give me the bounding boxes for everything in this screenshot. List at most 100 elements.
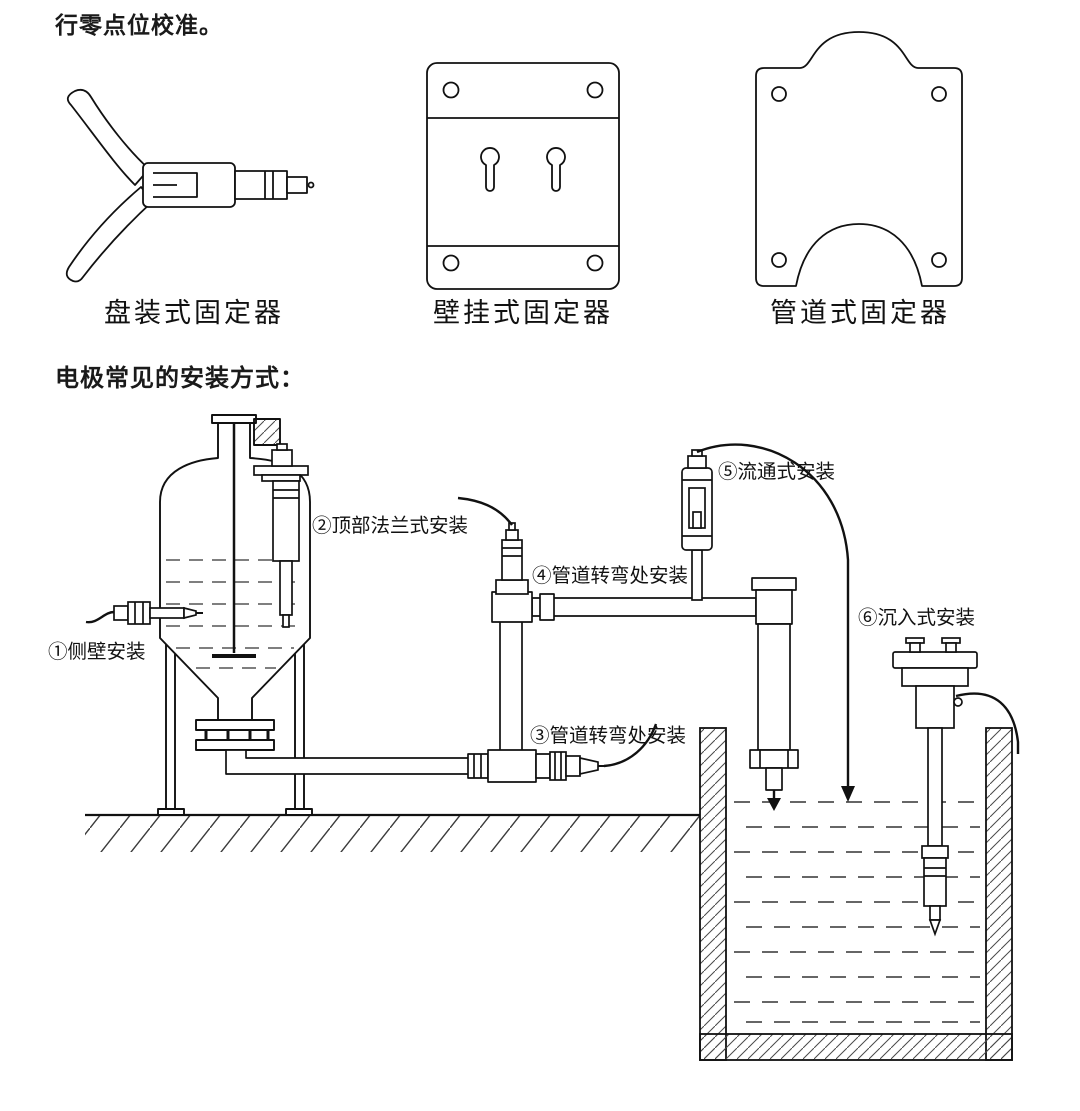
intro-text: 行零点位校准。 xyxy=(55,12,223,38)
section-heading: 电极常见的安装方式： xyxy=(55,365,305,392)
tank-foot-right xyxy=(285,808,313,816)
probe-tip xyxy=(183,606,197,620)
inner-electrode xyxy=(692,511,702,529)
sample-stub xyxy=(691,549,703,601)
handle-tip-nub xyxy=(307,181,315,189)
cable-gland xyxy=(953,697,963,707)
hex-nut xyxy=(549,751,567,781)
handle-shaft xyxy=(234,170,288,200)
basin-bottom xyxy=(699,1033,1013,1061)
cable-electrode-4 xyxy=(457,496,513,526)
connector xyxy=(113,605,129,621)
corner-hole xyxy=(771,252,787,268)
coupler xyxy=(495,579,529,595)
basin-right-wall xyxy=(985,727,1013,1061)
mount-plate xyxy=(892,651,978,669)
electrode-nub xyxy=(691,449,703,457)
corner-hole xyxy=(442,81,460,99)
electrode-nub xyxy=(508,522,516,531)
tank-leg-left xyxy=(165,629,176,811)
label-pipe-bend-upper: ④管道转弯处安装 xyxy=(532,565,688,587)
corner-hole xyxy=(931,252,947,268)
corner-hole xyxy=(931,86,947,102)
tank-neck-cap xyxy=(211,414,257,424)
cable-electrode-5 xyxy=(696,443,850,788)
wall-plate xyxy=(426,62,620,290)
electrode-pipe-bend-lower xyxy=(549,751,606,781)
handle-tip xyxy=(286,176,308,194)
label-side-wall: ①侧壁安装 xyxy=(48,641,146,663)
wall-mount-caption: 壁挂式固定器 xyxy=(433,298,613,328)
pipe-collar xyxy=(535,753,551,779)
electrode-rod xyxy=(279,560,293,616)
ground xyxy=(85,813,700,852)
keyhole-slot xyxy=(546,147,566,192)
basin xyxy=(699,727,1013,1061)
flange-plate xyxy=(261,474,301,482)
pipe-down xyxy=(757,623,791,751)
electrode-tip xyxy=(929,905,941,921)
tee-lower xyxy=(487,749,537,783)
keyhole-slot xyxy=(480,147,500,192)
electrode-body xyxy=(272,480,300,562)
tank-bottom-flange-upper xyxy=(195,719,275,731)
electrode-tip xyxy=(282,614,290,628)
corner-hole xyxy=(442,254,460,272)
mount-step xyxy=(901,667,969,687)
corner-hole xyxy=(586,254,604,272)
handle-lower-arm xyxy=(65,186,154,283)
pipe-collar xyxy=(467,753,489,779)
electrode-body xyxy=(565,755,581,777)
wall-mount-fixture-illustration xyxy=(426,62,620,290)
electrode-nub xyxy=(276,443,288,451)
bolt xyxy=(909,642,921,653)
tank-foot-left xyxy=(157,808,185,816)
hex-nut xyxy=(127,601,151,625)
tee-upper xyxy=(491,591,533,623)
electrode-body xyxy=(501,539,523,581)
probe-tip xyxy=(579,756,599,776)
flange-plate xyxy=(253,465,309,476)
saddle-plate xyxy=(755,31,963,287)
corner-hole xyxy=(771,86,787,102)
tee-right xyxy=(755,589,793,625)
basin-left-wall xyxy=(699,727,727,1061)
cable-electrode-3 xyxy=(603,723,658,768)
pipe-mount-caption: 管道式固定器 xyxy=(770,298,950,328)
basin-liquid xyxy=(734,801,980,1023)
tip-cone xyxy=(928,919,942,937)
electrode-body xyxy=(923,857,947,907)
label-pipe-bend-lower: ③管道转弯处安装 xyxy=(530,725,686,747)
electrode-submersion xyxy=(892,637,978,937)
electrode-cap xyxy=(505,529,519,541)
tank-bottom-flange-lower xyxy=(195,739,275,751)
shaft xyxy=(927,727,943,847)
outflow-arrow xyxy=(767,798,781,811)
pipe-vertical xyxy=(499,609,523,753)
flange-bolts xyxy=(204,730,270,740)
head-cylinder xyxy=(915,685,955,729)
pipe-mount-fixture-illustration xyxy=(755,31,963,287)
pipe-down-tube xyxy=(765,767,783,791)
panel-mount-fixture-illustration xyxy=(65,88,315,283)
installation-diagram: ①侧壁安装 ②顶部法兰式安装 ③管道转弯处安装 ④管道转弯处安装 ⑤流通式安装 … xyxy=(48,414,1020,1061)
corner-hole xyxy=(586,81,604,99)
label-top-flange: ②顶部法兰式安装 xyxy=(312,515,468,537)
electrode-cap xyxy=(687,455,707,469)
electrode-flow-through xyxy=(681,449,713,601)
handle-upper-arm xyxy=(66,88,150,186)
cable-electrode-1 xyxy=(85,610,115,624)
tank-leg-right xyxy=(294,629,305,811)
collar xyxy=(921,845,949,859)
tank-motor-block xyxy=(253,418,281,446)
cable-electrode-6 xyxy=(955,692,1020,754)
label-flow-through: ⑤流通式安装 xyxy=(718,461,835,483)
tee-right-cap xyxy=(751,577,797,591)
cable-5-arrow xyxy=(841,786,855,802)
probe xyxy=(149,607,185,619)
cables xyxy=(85,443,1020,802)
pipes xyxy=(225,577,799,811)
diagram-labels: ①侧壁安装 ②顶部法兰式安装 ③管道转弯处安装 ④管道转弯处安装 ⑤流通式安装 … xyxy=(48,461,975,747)
pipe-down-collar xyxy=(749,749,799,769)
